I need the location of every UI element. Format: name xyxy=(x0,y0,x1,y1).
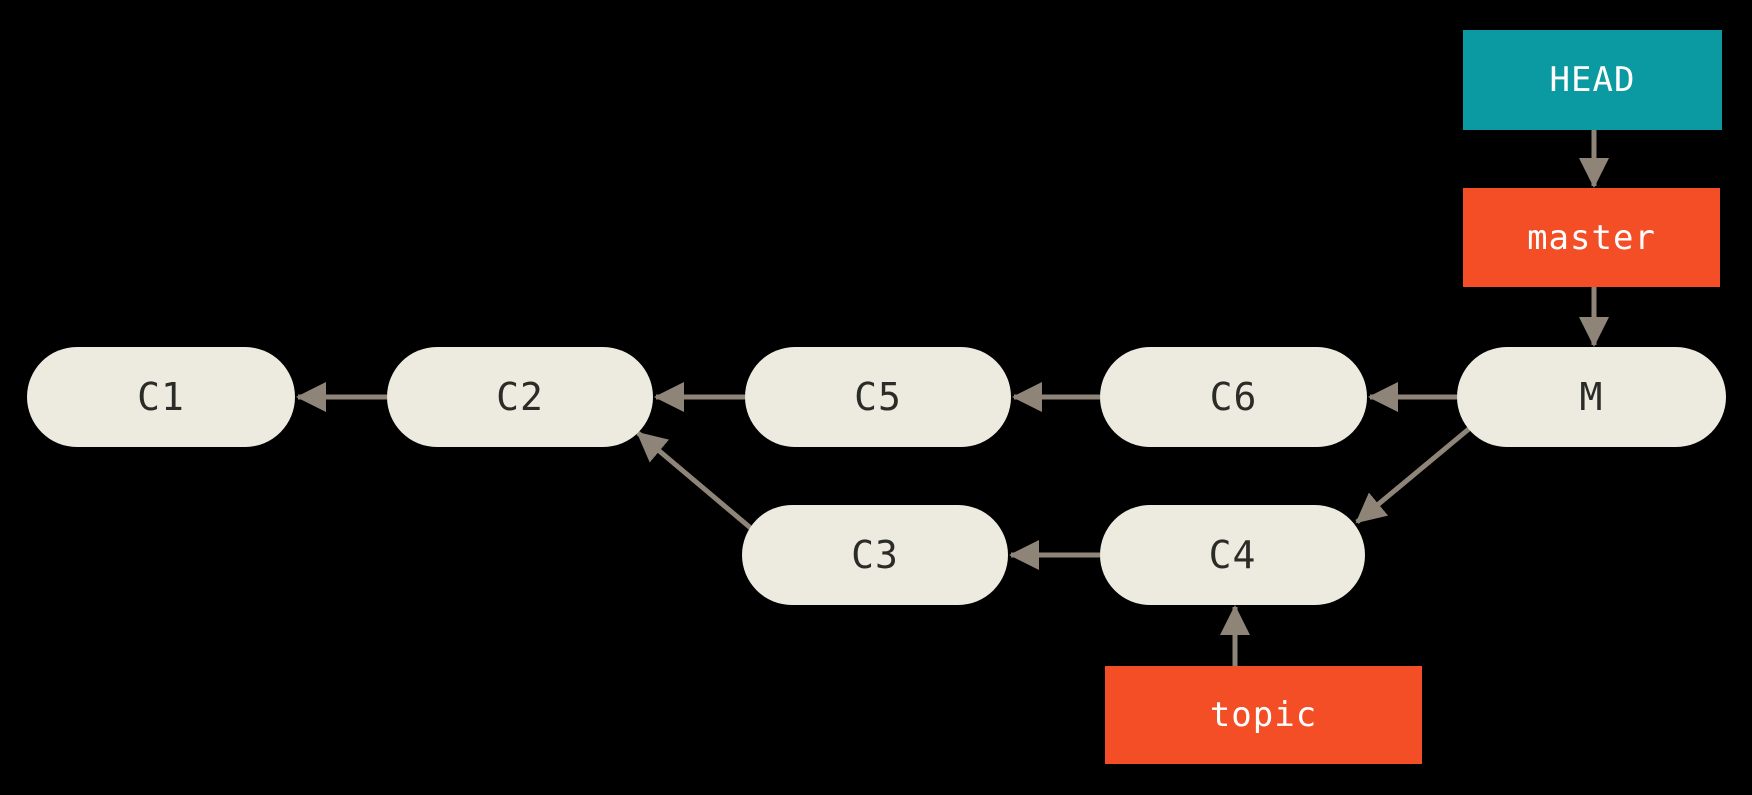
node-label-C2: C2 xyxy=(496,375,544,419)
node-label-C6: C6 xyxy=(1209,375,1258,419)
commit-node-C1: C1 xyxy=(27,347,295,447)
ref-box-HEAD: HEAD xyxy=(1463,30,1722,130)
commit-node-C5: C5 xyxy=(745,347,1011,447)
node-label-C4: C4 xyxy=(1208,533,1257,577)
commit-node-C3: C3 xyxy=(742,505,1008,605)
ref-box-master: master xyxy=(1463,188,1720,287)
node-label-C5: C5 xyxy=(854,375,902,419)
commit-node-C2: C2 xyxy=(387,347,653,447)
node-label-C1: C1 xyxy=(137,375,185,419)
node-label-HEAD: HEAD xyxy=(1549,60,1636,100)
commit-node-C4: C4 xyxy=(1100,505,1365,605)
edge-M-to-C4 xyxy=(1355,426,1472,524)
node-label-master: master xyxy=(1527,217,1656,258)
commit-node-C6: C6 xyxy=(1100,347,1367,447)
ref-box-topic: topic xyxy=(1105,666,1422,764)
node-label-topic: topic xyxy=(1209,695,1318,735)
node-label-M: M xyxy=(1579,375,1604,419)
commit-node-M: M xyxy=(1457,347,1726,447)
node-label-C3: C3 xyxy=(851,533,899,577)
edge-C3-to-C2 xyxy=(636,431,755,532)
